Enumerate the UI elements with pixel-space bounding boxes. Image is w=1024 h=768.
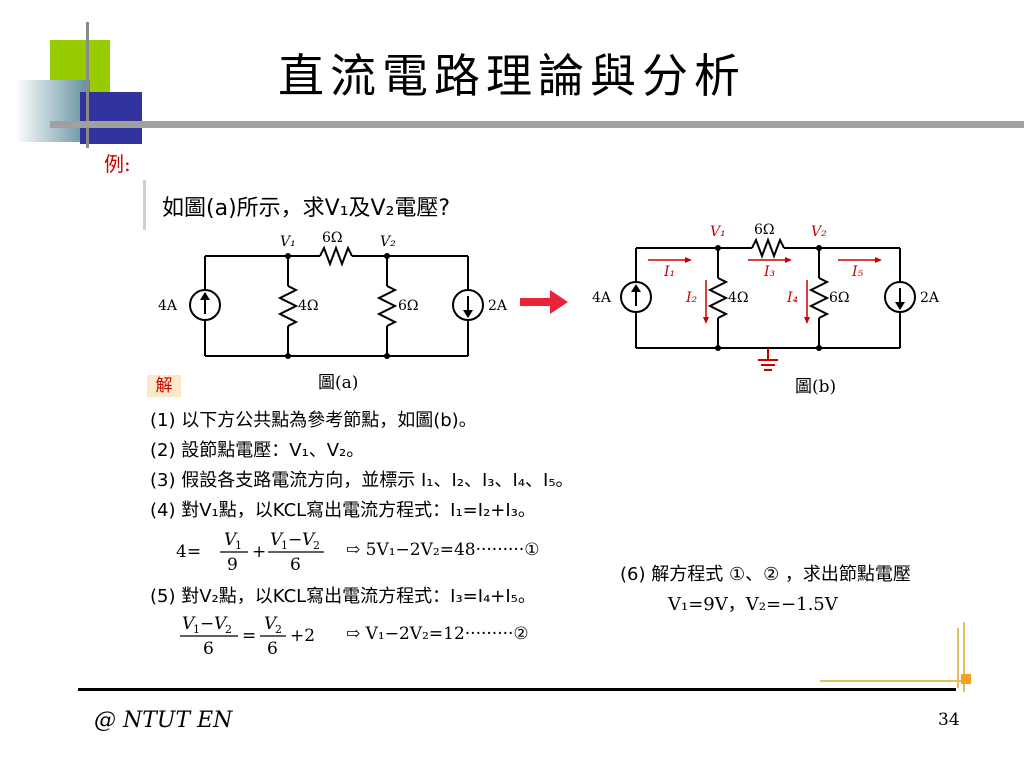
source-2a-label-b: 2A: [920, 290, 940, 306]
step-6: (6) 解方程式 ①、② ，求出節點電壓: [620, 564, 911, 585]
svg-text:6: 6: [203, 639, 214, 659]
svg-text:6: 6: [267, 639, 278, 659]
solution-badge: 解: [147, 375, 181, 397]
svg-text:9: 9: [227, 555, 238, 575]
equation-2-result: ⇨ V₁−2V₂=12·········②: [346, 624, 529, 644]
decor-gradient-square: [15, 80, 90, 142]
svg-text:2: 2: [225, 623, 232, 636]
step-4: (4) 對V₁點，以KCL寫出電流方程式：I₁=I₂+I₃。: [150, 500, 536, 521]
svg-text:=: =: [242, 626, 256, 646]
decor-vertical-line: [86, 22, 89, 148]
svg-text:V: V: [224, 530, 238, 550]
svg-text:−: −: [288, 530, 302, 550]
figure-b-caption: 圖(b): [795, 377, 837, 397]
decor-corner-line-1: [957, 628, 959, 688]
circuit-a-diagram: V₁ V₂ 6Ω 4Ω 6Ω 4A 2A: [158, 230, 508, 359]
source-4a-label: 4A: [158, 298, 178, 314]
step-3: (3) 假設各支路電流方向，並標示 I₁、I₂、I₃、I₄、I₅。: [150, 470, 574, 491]
slide-title: 直流電路理論與分析: [278, 49, 746, 103]
resistor-6ohm-right-label-b: 6Ω: [829, 290, 850, 306]
decor-blue-square: [80, 92, 142, 144]
resistor-6ohm-top-label-b: 6Ω: [754, 222, 775, 238]
current-i1-label: I₁: [663, 264, 675, 280]
step-1: (1) 以下方公共點為參考節點，如圖(b)。: [150, 410, 477, 431]
svg-text:6: 6: [290, 555, 301, 575]
svg-text:V: V: [270, 530, 284, 550]
svg-text:4=: 4=: [176, 542, 201, 562]
svg-text:+: +: [252, 542, 266, 562]
footer-credit: @ NTUT EN: [94, 708, 233, 733]
node-v1-label-b: V₁: [710, 224, 726, 240]
decor-corner-line-2: [963, 622, 965, 692]
resistor-6ohm-top-label: 6Ω: [322, 230, 343, 246]
decor-corner-hline: [820, 680, 970, 682]
step-5: (5) 對V₂點，以KCL寫出電流方程式：I₃=I₄+I₅。: [150, 586, 536, 607]
footer-rule: [78, 688, 956, 691]
resistor-4ohm-label-b: 4Ω: [728, 290, 749, 306]
circuit-b-diagram: V₁ V₂ I₁ I₂ I₃ I₄ I₅ 6Ω 4Ω 6Ω 4A 2A: [592, 222, 940, 371]
node-v2-label-b: V₂: [811, 224, 827, 240]
svg-text:V: V: [182, 614, 196, 634]
svg-text:2: 2: [275, 623, 282, 636]
figure-a-caption: 圖(a): [318, 373, 359, 393]
svg-text:1: 1: [281, 539, 288, 552]
current-i5-label: I₅: [851, 264, 864, 280]
svg-text:+2: +2: [290, 626, 315, 646]
source-2a-label: 2A: [488, 298, 508, 314]
current-i2-label: I₂: [685, 290, 698, 306]
decor-corner-square: [961, 674, 971, 684]
title-underline-bar: [50, 121, 1024, 128]
equation-1-result: ⇨ 5V₁−2V₂=48·········①: [346, 540, 540, 560]
current-i4-label: I₄: [786, 290, 799, 306]
equation-1-lhs: 4= V1 9 + V1 − V2 6: [176, 530, 324, 575]
svg-text:2: 2: [313, 539, 320, 552]
example-label: 例:: [104, 152, 131, 176]
transform-arrow-icon: [520, 290, 568, 314]
svg-text:V: V: [302, 530, 316, 550]
svg-text:V: V: [214, 614, 228, 634]
question-text: 如圖(a)所示，求V₁及V₂電壓?: [162, 196, 451, 221]
node-v2-label: V₂: [380, 234, 396, 250]
resistor-6ohm-right-label: 6Ω: [398, 298, 419, 314]
svg-text:1: 1: [193, 623, 200, 636]
source-4a-label-b: 4A: [592, 290, 612, 306]
node-v1-label: V₁: [280, 234, 296, 250]
svg-text:−: −: [200, 614, 214, 634]
step-6-result: V₁=9V，V₂=−1.5V: [668, 594, 838, 615]
step-2: (2) 設節點電壓：V₁、V₂。: [150, 440, 365, 461]
svg-text:1: 1: [235, 539, 242, 552]
page-number: 34: [938, 710, 960, 730]
resistor-4ohm-label: 4Ω: [298, 298, 319, 314]
current-i3-label: I₃: [763, 264, 776, 280]
svg-text:V: V: [264, 614, 278, 634]
equation-2-lhs: V1 − V2 6 = V2 6 +2: [180, 614, 315, 659]
question-side-bar: [143, 180, 146, 230]
